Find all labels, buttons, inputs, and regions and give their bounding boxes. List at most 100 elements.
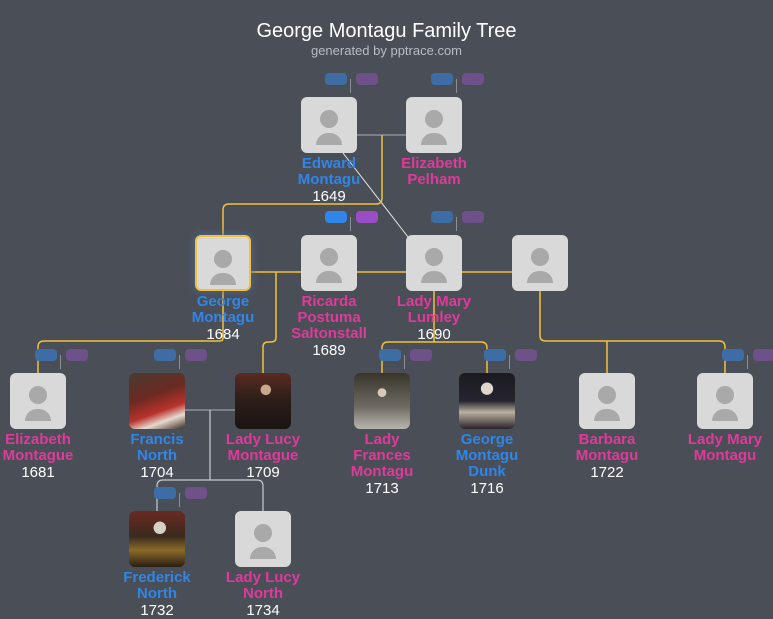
portrait-photo xyxy=(129,373,185,429)
birth-year: 1732 xyxy=(140,602,174,619)
connector-stub xyxy=(350,217,351,231)
show-mother-button[interactable] xyxy=(66,349,88,361)
show-mother-button[interactable] xyxy=(356,73,378,85)
avatar[interactable] xyxy=(406,235,462,291)
avatar-placeholder-icon xyxy=(316,133,342,145)
show-mother-button[interactable] xyxy=(462,73,484,85)
person-name-line: Elizabeth xyxy=(5,431,71,448)
avatar[interactable] xyxy=(129,373,185,429)
avatar-placeholder-icon xyxy=(421,271,447,283)
avatar[interactable] xyxy=(301,235,357,291)
person-name-line: North xyxy=(243,585,283,602)
avatar[interactable] xyxy=(235,373,291,429)
person-name-line: Montagu xyxy=(693,447,757,464)
show-mother-button[interactable] xyxy=(356,211,378,223)
birth-year: 1709 xyxy=(246,464,280,481)
show-mother-button[interactable] xyxy=(410,349,432,361)
portrait-photo xyxy=(129,511,185,567)
avatar[interactable] xyxy=(129,511,185,567)
avatar-placeholder-icon xyxy=(320,110,338,128)
person-name-line: Montagu xyxy=(350,463,414,480)
avatar-placeholder-icon xyxy=(214,250,232,268)
show-father-button[interactable] xyxy=(379,349,401,361)
person-name-line: Montagu xyxy=(191,309,255,326)
birth-year: 1684 xyxy=(206,326,240,343)
show-father-button[interactable] xyxy=(325,73,347,85)
affair-line xyxy=(342,152,409,238)
avatar-placeholder-icon xyxy=(25,409,51,421)
avatar[interactable] xyxy=(512,235,568,291)
connector-stub xyxy=(404,355,405,369)
avatar[interactable] xyxy=(354,373,410,429)
person-name-line: Dunk xyxy=(468,463,506,480)
show-father-button[interactable] xyxy=(722,349,744,361)
show-mother-button[interactable] xyxy=(185,349,207,361)
parent-child-line xyxy=(156,410,264,511)
show-father-button[interactable] xyxy=(154,487,176,499)
avatar[interactable] xyxy=(459,373,515,429)
person-name-line: Lady Mary xyxy=(687,431,763,448)
birth-year: 1734 xyxy=(246,602,280,619)
avatar-placeholder-icon xyxy=(598,386,616,404)
person-name-line: Ricarda xyxy=(301,293,357,310)
show-mother-button[interactable] xyxy=(185,487,207,499)
birth-year: 1649 xyxy=(312,188,346,205)
person-name-line: Montague xyxy=(227,447,299,464)
show-father-button[interactable] xyxy=(431,73,453,85)
portrait-photo xyxy=(354,373,410,429)
avatar-placeholder-icon xyxy=(316,271,342,283)
show-mother-button[interactable] xyxy=(515,349,537,361)
show-father-button[interactable] xyxy=(154,349,176,361)
show-mother-button[interactable] xyxy=(753,349,773,361)
person-name-line: Lady Mary xyxy=(396,293,472,310)
show-father-button[interactable] xyxy=(431,211,453,223)
parent-child-line xyxy=(262,272,277,373)
avatar[interactable] xyxy=(579,373,635,429)
portrait-photo xyxy=(235,373,291,429)
parent-child-line xyxy=(539,291,726,373)
person-node-unknown[interactable] xyxy=(480,235,600,294)
avatar-placeholder-icon xyxy=(421,133,447,145)
avatar[interactable] xyxy=(301,97,357,153)
connector-stub xyxy=(179,355,180,369)
show-father-button[interactable] xyxy=(484,349,506,361)
avatar-placeholder-icon xyxy=(527,271,553,283)
connector-stub xyxy=(179,493,180,507)
avatar[interactable] xyxy=(697,373,753,429)
avatar-placeholder-icon xyxy=(29,386,47,404)
avatar[interactable] xyxy=(10,373,66,429)
person-name-line: Barbara xyxy=(578,431,636,448)
show-father-button[interactable] xyxy=(35,349,57,361)
avatar[interactable] xyxy=(406,97,462,153)
show-father-button[interactable] xyxy=(325,211,347,223)
connector-stub xyxy=(60,355,61,369)
show-mother-button[interactable] xyxy=(462,211,484,223)
avatar[interactable] xyxy=(195,235,251,291)
avatar-placeholder-icon xyxy=(425,248,443,266)
person-name-line: Saltonstall xyxy=(291,325,367,342)
connector-stub xyxy=(509,355,510,369)
page-subtitle: generated by pptrace.com xyxy=(310,43,463,58)
avatar[interactable] xyxy=(235,511,291,567)
birth-year: 1716 xyxy=(470,480,504,497)
